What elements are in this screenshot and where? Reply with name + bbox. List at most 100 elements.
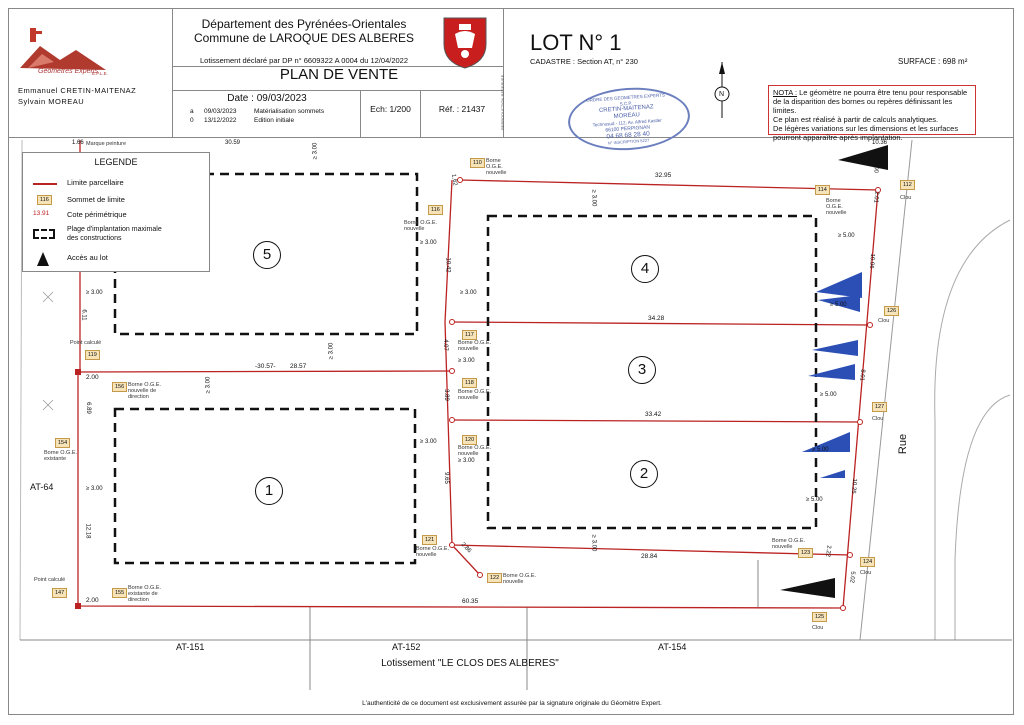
- point-number: 114: [815, 185, 830, 195]
- north-arrow: [706, 60, 740, 120]
- point-number: 122: [487, 573, 503, 583]
- commune: Commune de LAROQUE DES ALBERES: [193, 31, 415, 45]
- authenticity-notice: L'authenticité de ce document est exclus…: [362, 700, 662, 707]
- lotissement-name: Lotissement "LE CLOS DES ALBERES": [381, 658, 559, 669]
- note-label: NOTA :: [773, 88, 798, 97]
- point-number: 120: [462, 435, 478, 445]
- access-arrow-icon: [37, 252, 49, 271]
- borne-label: Borne O.G.E. nouvelle: [503, 573, 537, 585]
- lotissement-declaration: Lotissement déclaré par DP n° 6609322 A …: [199, 56, 409, 65]
- dimension-label: 60.35: [462, 598, 479, 605]
- point-number: 119: [85, 350, 100, 360]
- dimension-label: 8.01: [858, 368, 866, 382]
- setback-label: ≥ 3.00: [312, 142, 319, 160]
- setback-label: ≥ 3.00: [460, 290, 477, 296]
- borne-label: Borne O.G.E. nouvelle de direction: [128, 382, 162, 400]
- legend-item: Accès au lot: [67, 253, 108, 262]
- setback-label: ≥ 3.00: [86, 486, 103, 492]
- borne-label: Borne O.G.E. nouvelle: [772, 538, 806, 550]
- parcel-label: AT-64: [30, 482, 54, 492]
- lot-number: 4: [640, 260, 650, 277]
- street-label: Rue: [897, 433, 910, 455]
- point-number: 112: [900, 180, 915, 190]
- header-divider: [172, 90, 504, 91]
- lot-5-circle: 5: [253, 241, 281, 269]
- setback-label: ≥ 5.00: [820, 392, 837, 398]
- dimension-label: 10.36: [872, 140, 888, 146]
- point-number: 155: [112, 588, 128, 598]
- person-name: Sylvain MOREAU: [18, 97, 85, 106]
- dimension-label: 28.84: [641, 553, 658, 560]
- legend-item: Plage d'implantation maximale: [67, 226, 162, 233]
- dimension-label: 5.00: [872, 160, 880, 174]
- setback-label: ≥ 3.00: [86, 290, 103, 296]
- dimension-label: 4.07: [441, 339, 448, 351]
- setback-label: ≥ 3.00: [458, 358, 475, 364]
- parcel-label: AT-154: [658, 642, 687, 652]
- dimension-label: 2.01: [872, 190, 880, 204]
- revision-index: a: [190, 108, 194, 115]
- borne-label: Borne O.G.E. existante: [44, 450, 78, 462]
- dimension-label: 6.11: [80, 309, 87, 321]
- legend-title: LEGENDE: [94, 157, 138, 167]
- point-number: 117: [462, 330, 477, 340]
- legend-box: LEGENDE Limite parcellaire 116 Sommet de…: [22, 152, 210, 272]
- borne-label: Borne O.G.E. existante de direction: [128, 585, 162, 603]
- note-line: De légères variations sur les dimensions…: [773, 124, 959, 133]
- point-number: 125: [812, 612, 828, 622]
- setback-label: ≥ 5.00: [838, 233, 855, 239]
- legend-item: Limite parcellaire: [67, 178, 124, 187]
- dimension-label: 3.89: [442, 389, 449, 401]
- logo-mountain-icon: [20, 28, 106, 70]
- reference: Réf. : 21437: [438, 104, 486, 114]
- point-calcule-label: Point calculé: [34, 577, 66, 583]
- parcel-label: AT-151: [176, 642, 205, 652]
- setback-label: ≥ 5.00: [812, 447, 829, 453]
- point-number: 124: [860, 557, 876, 567]
- lot-number: 5: [262, 246, 272, 263]
- borne-label: Borne O.G.E. nouvelle: [826, 198, 847, 216]
- cadastre: CADASTRE : Section AT, n° 230: [530, 57, 638, 66]
- header-divider: [360, 90, 361, 138]
- dimension-label: 6.89: [84, 402, 91, 414]
- dimension-label: 12.18: [84, 523, 91, 539]
- point-number: 118: [462, 378, 477, 388]
- legend-item: des constructions: [67, 235, 122, 242]
- header-divider: [172, 66, 504, 67]
- point-number: 121: [422, 535, 438, 545]
- dimension-label: 2.00: [86, 597, 99, 604]
- setback-label: ≥ 3.00: [328, 342, 335, 360]
- setback-label: ≥ 3.00: [458, 458, 475, 464]
- plan-title: PLAN DE VENTE: [279, 66, 399, 83]
- person-name: Emmanuel CRETIN-MAITENAZ: [18, 86, 137, 95]
- marque-label: Marque peinture: [86, 141, 127, 147]
- lot-2-circle: 2: [630, 460, 658, 488]
- logo-sub: E.P.L.E.: [92, 71, 108, 76]
- revision-desc: Edition initiale: [254, 117, 295, 124]
- north-label: N: [719, 91, 725, 98]
- borne-label: Borne O.G.E. nouvelle: [416, 546, 450, 558]
- commune-crest: [440, 14, 490, 70]
- clou-label: Clou: [860, 570, 872, 576]
- legend-dashed-swatch: [33, 229, 55, 239]
- legend-item: Cote périmétrique: [67, 210, 127, 219]
- drawing-frame: [8, 8, 1014, 715]
- surface: SURFACE : 698 m²: [898, 57, 968, 66]
- setback-label: ≥ 3.00: [590, 534, 597, 552]
- clou-label: Clou: [812, 625, 824, 631]
- dimension-label: 2.22: [824, 544, 832, 558]
- dimension-label: 28.57: [290, 363, 307, 370]
- dimension-label: 30.59: [225, 140, 241, 146]
- header-divider: [172, 8, 173, 138]
- scale: Ech: 1/200: [370, 104, 411, 114]
- company-logo: [18, 26, 118, 86]
- north-arrow-icon: [714, 62, 730, 118]
- header-divider: [503, 8, 504, 138]
- lot-3-circle: 3: [628, 356, 656, 384]
- note-line: Ce plan est réalisé à partir de calculs …: [773, 115, 939, 124]
- revision-date: 09/03/2023: [204, 108, 237, 115]
- setback-label: ≥ 3.00: [420, 439, 437, 445]
- parcel-label: AT-152: [392, 642, 421, 652]
- legend-cote-swatch: 13.91: [33, 210, 50, 217]
